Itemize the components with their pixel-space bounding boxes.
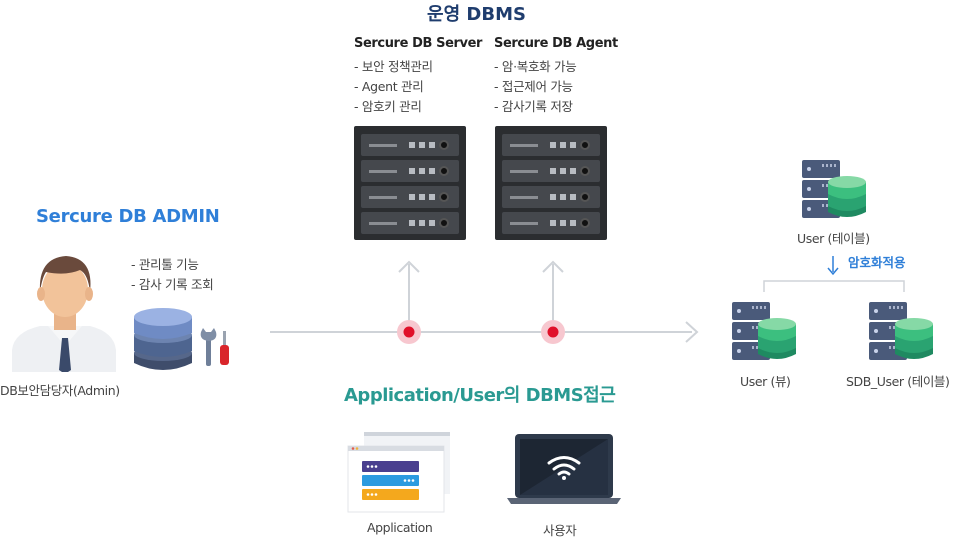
admin-person-icon [12, 256, 116, 372]
encrypt-arrow-head [827, 267, 839, 276]
application-caption: Application [367, 520, 433, 535]
flow-arrow-head [685, 321, 699, 343]
db-server-feature: - Agent 관리 [354, 79, 424, 94]
server-node-dot [403, 326, 415, 338]
tools-icon [200, 328, 229, 366]
admin-feature: - 감사 기록 조회 [131, 277, 214, 292]
db-agent-features: - 암·복호화 가능 - 접근제어 가능 - 감사기록 저장 [494, 57, 577, 117]
db-agent-feature: - 암·복호화 가능 [494, 59, 577, 74]
db-server-feature: - 보안 정책관리 [354, 59, 433, 74]
db-agent-feature: - 접근제어 가능 [494, 79, 573, 94]
sdb-user-table-caption: SDB_User (테이블) [846, 374, 950, 389]
agent-up-arrow [542, 260, 564, 273]
user-table-caption: User (테이블) [797, 231, 870, 246]
encrypt-label: 암호화적용 [848, 255, 906, 270]
admin-database-icon [134, 308, 192, 370]
agent-node-dot [547, 326, 559, 338]
agent-rack-icon [495, 126, 607, 240]
db-agent-title: Sercure DB Agent [494, 36, 618, 51]
diagram-title: 운영 DBMS [427, 4, 526, 25]
user-table-icon [802, 158, 866, 220]
application-window-icon [347, 432, 450, 513]
db-server-features: - 보안 정책관리 - Agent 관리 - 암호키 관리 [354, 57, 433, 117]
server-up-arrow [398, 260, 420, 273]
db-agent-feature: - 감사기록 저장 [494, 99, 573, 114]
admin-caption: DB보안담당자(Admin) [0, 383, 120, 398]
sdb-user-table-icon [869, 300, 933, 362]
branch-bracket [763, 280, 905, 292]
server-rack-icon [354, 126, 466, 240]
user-caption: 사용자 [543, 523, 577, 537]
admin-title: Sercure DB ADMIN [36, 206, 220, 227]
admin-features: - 관리툴 기능 - 감사 기록 조회 [131, 255, 214, 295]
user-view-caption: User (뷰) [740, 374, 791, 389]
db-server-title: Sercure DB Server [354, 36, 483, 51]
user-view-icon [732, 300, 796, 362]
access-title: Application/User의 DBMS접근 [344, 385, 616, 406]
admin-feature: - 관리툴 기능 [131, 257, 199, 272]
db-server-feature: - 암호키 관리 [354, 99, 422, 114]
user-laptop-icon [507, 434, 621, 504]
